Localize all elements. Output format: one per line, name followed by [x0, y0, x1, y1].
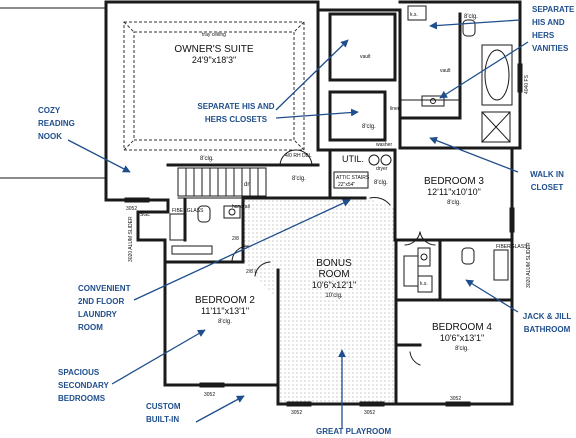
washer-label: washer: [376, 142, 392, 148]
attic-stairs-dims: 22"x54": [338, 182, 355, 188]
tray-ceiling: [123, 21, 305, 151]
window-4040-label: 4040 FS: [524, 74, 530, 94]
rh-dbl-door-label: 4/0 RH DBL: [285, 153, 312, 159]
bedroom2-dims: 11'11"x13'1": [201, 306, 249, 316]
clg-label-a: 8'clg.: [200, 156, 214, 162]
linen-label: linen: [390, 106, 401, 112]
attic-stairs-hatch: [333, 171, 369, 189]
callout-walk-in-closet: WALK IN CLOSET: [530, 170, 564, 192]
dryer-label: dryer: [376, 166, 388, 172]
callout-custom-builtin: CUSTOM BUILT-IN: [146, 402, 181, 424]
door-swings: [231, 149, 436, 366]
window-3052-b: 3052: [204, 392, 215, 398]
clg-label-c: 8'clg.: [464, 14, 478, 20]
bedroom4-clg: 8'clg.: [455, 346, 469, 352]
tray-ceiling-label: tray ceiling: [202, 32, 226, 38]
slider-label-2: 3020 ALUM SLIDER: [526, 242, 532, 288]
clg-label-b: 8'clg.: [292, 176, 306, 182]
bedroom3-clg: 8'clg.: [447, 200, 461, 206]
bedroom2-name: BEDROOM 2: [195, 295, 255, 306]
handrail-label: handrail: [232, 204, 250, 210]
bonus-room-dims: 10'6"x12'1": [312, 280, 356, 290]
window-3052-a: 3052: [126, 206, 137, 212]
window-sgl-label: SGL: [140, 212, 150, 218]
bedroom4-dims: 10'6"x13'1": [440, 333, 484, 343]
door-label-28b: 2/8: [232, 236, 239, 242]
callout-secondary-bedrooms: SPACIOUS SECONDARY BEDROOMS: [58, 368, 109, 403]
exterior-walls: [0, 0, 522, 406]
tray-ceiling-inner: [133, 31, 295, 141]
owners-suite-name: OWNER'S SUITE: [174, 44, 253, 55]
door-label-28a: 2/8 L: [246, 269, 257, 275]
bonus-room-name: BONUS: [316, 258, 352, 269]
utility-label: UTIL.: [342, 154, 364, 164]
bonus-room-name2: ROOM: [318, 269, 349, 280]
callout-reading-nook: COZY READING NOOK: [38, 106, 75, 141]
windows: [124, 63, 523, 407]
bedroom3-dims: 12'11"x10'10": [427, 187, 481, 197]
callout-jack-jill: JACK & JILL BATHROOM: [522, 312, 572, 334]
callout-arrows: [67, 19, 529, 428]
clg-label-e: 8'clg.: [362, 124, 376, 130]
bedroom3-name: BEDROOM 3: [424, 176, 484, 187]
window-3052-e: 3052: [450, 396, 461, 402]
staircase: [177, 167, 267, 199]
bedroom4-name: BEDROOM 4: [432, 322, 492, 333]
window-3052-d: 3052: [364, 410, 375, 416]
fiberglass-label-2: FIBERGLASS: [496, 244, 528, 250]
knee-space-2: k.s.: [420, 281, 428, 287]
vault-label-1: vault: [440, 68, 451, 74]
down-label: dn: [244, 182, 251, 188]
fiberglass-label-1: FIBERGLASS: [172, 208, 204, 214]
callout-his-hers-closets: SEPARATE HIS AND HERS CLOSETS: [197, 102, 275, 124]
vault-label-2: vault: [360, 54, 371, 60]
callout-his-hers-vanities: SEPARATE HIS AND HERS VANITIES: [532, 5, 575, 53]
bonus-room-floor: [243, 198, 396, 404]
bedroom2-clg: 8'clg.: [218, 319, 232, 325]
owners-suite-dims: 24'9"x18'3": [192, 55, 236, 65]
clg-label-d: 8'clg.: [374, 180, 388, 186]
attic-stairs-label: ATTIC STAIRS: [336, 175, 370, 181]
fixtures: [169, 5, 513, 293]
callout-laundry: CONVENIENT 2ND FLOOR LAUNDRY ROOM: [78, 284, 131, 332]
knee-space-1: k.s.: [410, 12, 418, 18]
slider-label-1: 3020 ALUM SLIDER: [128, 216, 134, 262]
window-3052-c: 3052: [291, 410, 302, 416]
bonus-room-clg: 10'clg.: [325, 293, 342, 299]
